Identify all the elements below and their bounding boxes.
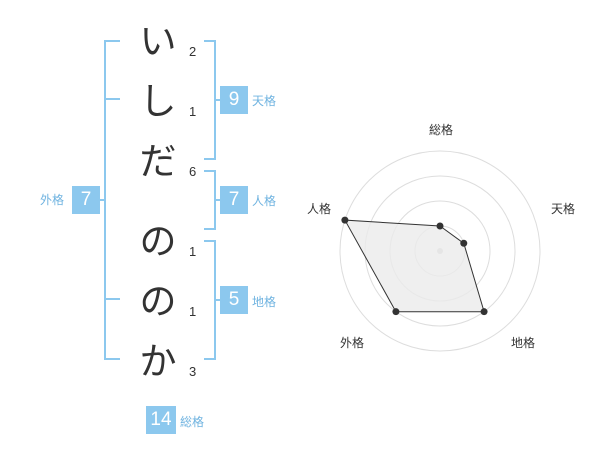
jinkaku-value-badge: 7 [220,186,248,214]
stroke-count-1: 2 [189,44,197,59]
name-char-5: の [139,280,177,323]
stroke-count-4: 1 [189,244,197,259]
stroke-count-5: 1 [189,304,197,319]
chikaku-label: 地格 [252,295,277,309]
radar-axis-label-soukaku: 総格 [429,123,454,137]
gaikaku-value-badge: 7 [72,186,100,214]
soukaku-label: 総格 [180,415,205,429]
jinkaku-label: 人格 [252,194,277,208]
gaikaku-tick-2 [104,298,120,300]
chikaku-value-badge: 5 [220,286,248,314]
radar-axis-label-jinkaku: 人格 [307,202,332,216]
tenkaku-value-badge: 9 [220,86,248,114]
radar-point-2 [460,239,468,247]
radar-axis-label-tenkaku: 天格 [551,202,576,216]
radar-series-polygon [344,219,485,313]
gaikaku-label: 外格 [40,193,65,207]
name-char-2: し [139,80,177,123]
radar-axis-label-chikaku: 地格 [511,336,536,350]
gaikaku-connector [100,199,106,201]
gaikaku-tick-1 [104,98,120,100]
radar-point-5 [341,216,349,224]
chikaku-connector [214,299,220,301]
stroke-count-6: 3 [189,364,197,379]
name-char-1: い [139,20,177,63]
name-char-3: だ [139,140,177,183]
radar-axis-label-gaikaku: 外格 [340,336,365,350]
tenkaku-label: 天格 [252,94,277,108]
soukaku-value-badge: 14 [146,406,176,434]
tenkaku-connector [214,99,220,101]
radar-grid-ring [339,150,541,352]
radar-point-4 [392,308,400,316]
stroke-count-2: 1 [189,104,197,119]
radar-point-3 [480,308,488,316]
jinkaku-connector [214,199,220,201]
name-char-4: の [139,220,177,263]
radar-point-1 [436,222,444,230]
stroke-count-3: 6 [189,164,197,179]
name-char-6: か [139,340,177,383]
